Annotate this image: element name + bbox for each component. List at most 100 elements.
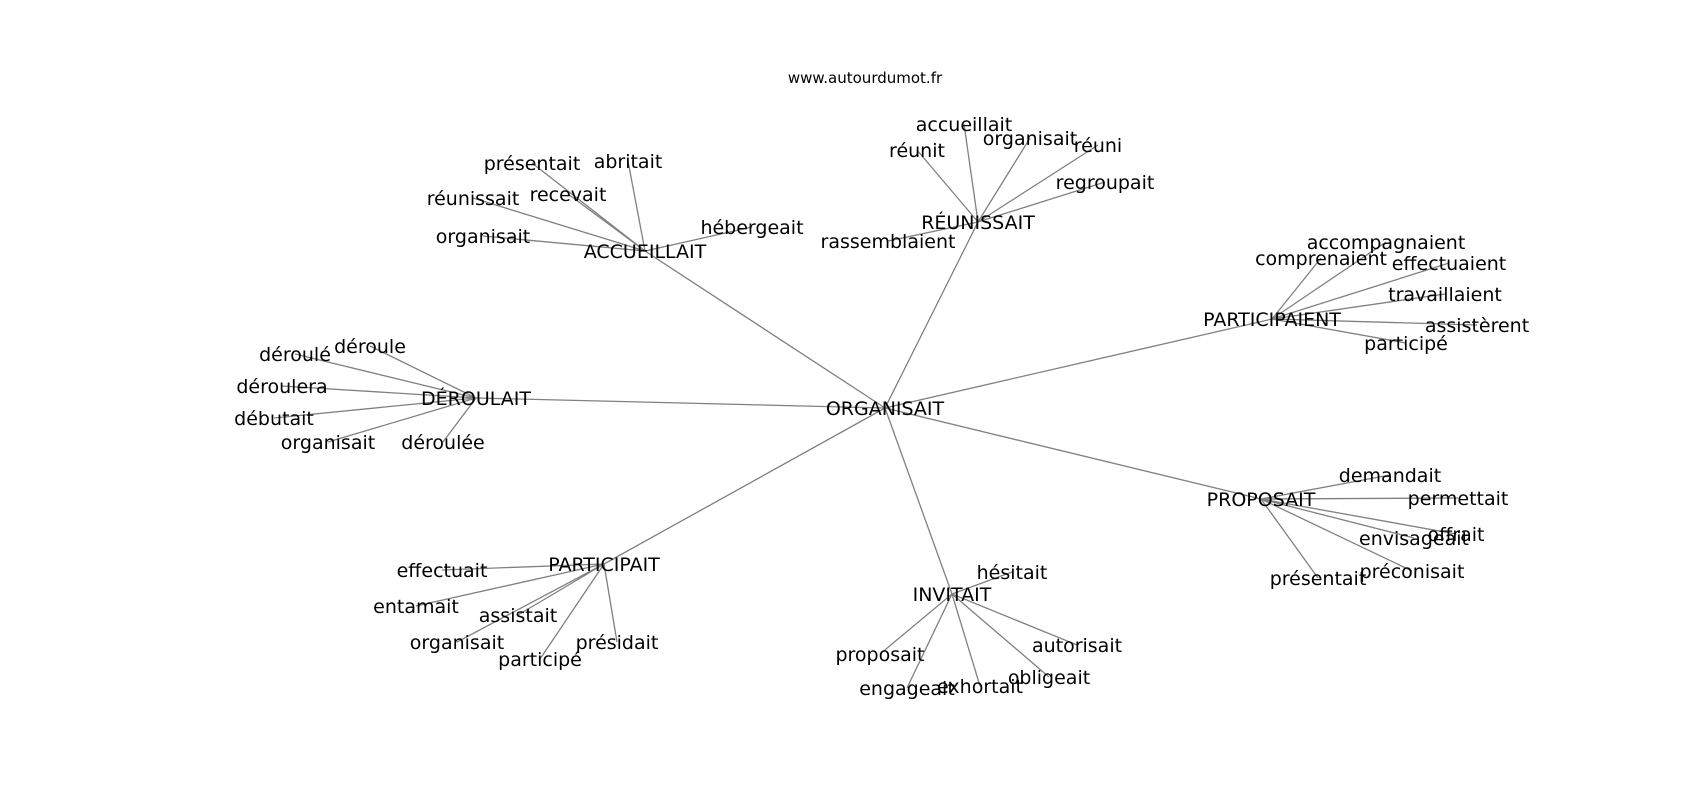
hub-node-invitait: INVITAIT [913, 584, 992, 606]
leaf-node-assistait: assistait [479, 605, 557, 627]
leaf-node-deroule: déroulé [259, 344, 331, 366]
leaf-node-deroule: déroule [334, 336, 406, 358]
leaf-node-obligeait: obligeait [1008, 667, 1090, 689]
leaf-node-envisageait: envisageait [1359, 528, 1469, 550]
edge-invitait-autorisait [951, 593, 1078, 646]
graph-edges [273, 123, 1478, 689]
edge-participaient-travaillaient [1271, 293, 1446, 320]
edge-participaient-accompagnaient [1271, 241, 1387, 320]
leaf-node-entamait: entamait [373, 596, 459, 618]
leaf-node-comprenaient: comprenaient [1255, 248, 1387, 270]
edge-accueillait-abritait [627, 160, 646, 252]
edge-participait-effectuait [441, 563, 605, 571]
edge-accueillait-organisait [482, 235, 646, 252]
leaf-node-participe: participé [498, 649, 582, 671]
hub-node-participait: PARTICIPAIT [548, 554, 660, 576]
hub-node-reunissait: RÉUNISSAIT [921, 211, 1035, 234]
edge-center-proposait [884, 407, 1262, 500]
leaf-node-preconisait: préconisait [1360, 561, 1465, 583]
leaf-node-debutait: débutait [234, 408, 314, 430]
edge-participaient-assisterent [1271, 318, 1478, 326]
leaf-node-recevait: recevait [530, 184, 607, 206]
leaf-node-presentait: présentait [1270, 568, 1367, 590]
edge-reunissait-accueillait [963, 123, 979, 223]
leaf-node-rassemblaient: rassemblaient [821, 231, 956, 253]
leaf-node-regroupait: regroupait [1056, 172, 1155, 194]
leaf-node-presidait: présidait [576, 632, 659, 654]
leaf-node-reunissait: réunissait [427, 188, 520, 210]
leaf-node-organisait: organisait [281, 432, 375, 454]
edge-participaient-comprenaient [1271, 257, 1322, 320]
edge-reunissait-organisait [977, 137, 1031, 223]
leaf-node-organisait: organisait [410, 632, 504, 654]
edge-participait-participe [539, 563, 605, 660]
leaf-node-accompagnaient: accompagnaient [1307, 232, 1466, 254]
leaf-node-demandait: demandait [1339, 465, 1441, 487]
edge-center-participait [603, 407, 886, 565]
hub-node-accueillait: ACCUEILLAIT [584, 241, 707, 263]
leaf-node-participe: participé [1364, 333, 1448, 355]
leaf-node-hesitait: hésitait [977, 562, 1048, 584]
leaf-node-deroulee: déroulée [401, 432, 484, 454]
edge-participait-presidait [603, 563, 618, 643]
edge-accueillait-recevait [567, 193, 646, 252]
leaf-node-presentait: présentait [484, 153, 581, 175]
center-node: ORGANISAIT [826, 398, 945, 420]
edge-participaient-participe [1271, 318, 1407, 344]
leaf-node-accueillait: accueillait [916, 114, 1012, 136]
edge-center-accueillait [644, 250, 886, 409]
edge-reunissait-reuni [977, 144, 1099, 223]
leaf-node-organisait: organisait [983, 128, 1077, 150]
hub-node-participaient: PARTICIPAIENT [1203, 309, 1341, 331]
edge-reunissait-regroupait [977, 181, 1106, 223]
edge-invitait-engageait [906, 593, 953, 689]
edge-participait-assistait [517, 563, 605, 616]
edge-participait-organisait [456, 563, 605, 643]
edge-deroulait-deroule [294, 353, 477, 399]
edge-accueillait-hebergeait [644, 226, 753, 252]
edge-proposait-envisageait [1260, 498, 1415, 539]
leaf-node-reunit: réunit [889, 140, 945, 162]
edge-proposait-presentait [1260, 498, 1319, 579]
site-credit: www.autourdumot.fr [788, 69, 943, 87]
edge-invitait-exhortait [951, 593, 981, 687]
leaf-node-proposait: proposait [835, 644, 924, 666]
edge-invitait-hesitait [951, 571, 1013, 595]
edge-proposait-demandait [1260, 474, 1391, 500]
leaf-node-organisait: organisait [436, 226, 530, 248]
edge-participaient-effectuaient [1271, 262, 1450, 320]
edge-invitait-proposait [879, 593, 953, 655]
leaf-node-offrait: offrait [1428, 524, 1485, 546]
leaf-node-assisterent: assistèrent [1425, 315, 1529, 337]
edge-reunissait-reunit [916, 149, 979, 223]
edge-participait-entamait [415, 563, 605, 607]
leaf-node-effectuait: effectuait [397, 560, 488, 582]
edge-center-reunissait [884, 221, 979, 409]
edge-center-participaient [884, 318, 1273, 409]
edge-center-deroulait [475, 397, 886, 409]
edge-proposait-permettait [1260, 497, 1459, 500]
edge-deroulait-debutait [273, 397, 477, 419]
leaf-node-autorisait: autorisait [1032, 635, 1122, 657]
leaf-node-exhortait: exhortait [937, 676, 1023, 698]
leaf-node-reuni: réuni [1074, 135, 1122, 157]
leaf-node-effectuaient: effectuaient [1392, 253, 1507, 275]
leaf-node-permettait: permettait [1408, 488, 1509, 510]
leaf-node-engageait: engageait [859, 678, 955, 700]
edge-center-invitait [884, 407, 953, 595]
edge-accueillait-reunissait [472, 197, 646, 252]
edge-deroulait-deroulera [281, 385, 477, 399]
leaf-node-abritait: abritait [594, 151, 663, 173]
edge-deroulait-deroulee [442, 397, 477, 443]
edge-deroulait-organisait [327, 397, 477, 443]
hub-node-proposait: PROPOSAIT [1207, 489, 1316, 511]
edge-proposait-preconisait [1260, 498, 1413, 572]
edge-reunissait-rassemblaient [887, 221, 979, 242]
leaf-node-travaillaient: travaillaient [1388, 284, 1502, 306]
edge-proposait-offrait [1260, 498, 1457, 535]
leaf-node-deroulera: déroulera [236, 376, 327, 398]
edge-deroulait-deroule [369, 345, 477, 399]
hub-node-deroulait: DÉROULAIT [421, 387, 531, 410]
